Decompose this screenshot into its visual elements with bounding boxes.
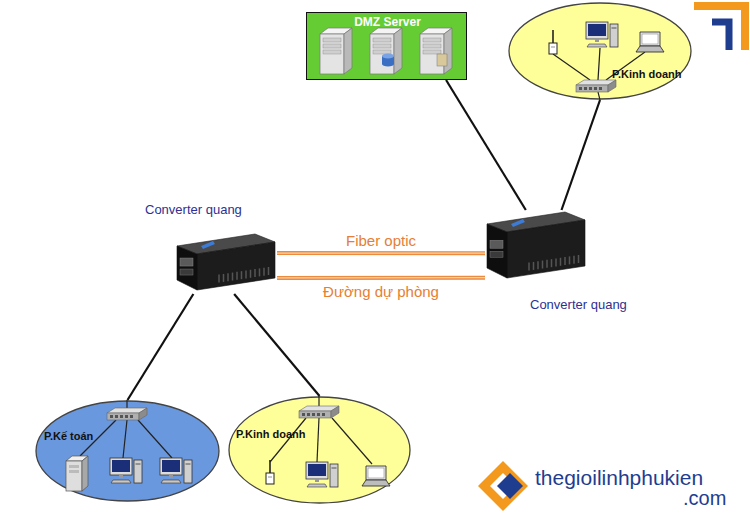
logo-mark xyxy=(490,473,516,499)
lan-wire xyxy=(80,400,172,458)
fiber-link xyxy=(277,251,485,255)
computer-icon xyxy=(110,458,142,483)
access-point-icon xyxy=(549,30,557,54)
converter-body xyxy=(485,210,587,282)
fiber-link xyxy=(277,276,485,280)
network-cable xyxy=(234,294,319,396)
vent-slot xyxy=(537,261,539,269)
converter-body xyxy=(175,232,277,294)
vent-slot xyxy=(555,258,557,266)
switch-icon xyxy=(299,406,339,418)
vent-slot xyxy=(263,268,265,276)
disk-icon xyxy=(382,54,394,59)
disk-icon xyxy=(382,56,394,64)
vent-slot xyxy=(542,261,544,269)
vent-slot xyxy=(245,270,247,278)
lan-wire xyxy=(553,48,645,100)
area-ellipse xyxy=(36,401,219,501)
logo-mark xyxy=(497,473,523,499)
rj45-port xyxy=(490,251,503,257)
fiber-port xyxy=(180,258,193,266)
network-cable xyxy=(562,100,601,210)
switch-icon xyxy=(107,408,147,420)
vent-slot xyxy=(232,273,234,281)
server-icon xyxy=(320,28,352,74)
brand-mark xyxy=(511,219,525,227)
converter-front xyxy=(197,242,275,290)
brand-mark xyxy=(201,241,215,249)
department-area: P.Kinh doanh xyxy=(228,396,411,504)
vent-slot xyxy=(218,275,220,283)
vent-slot xyxy=(573,256,575,264)
corner-decoration xyxy=(694,6,745,50)
area-ellipse xyxy=(229,397,410,503)
fiber-port xyxy=(490,240,503,248)
laptop-icon xyxy=(636,32,664,52)
area-ellipse xyxy=(509,3,691,99)
computer-icon xyxy=(306,462,338,487)
corner-decoration xyxy=(712,22,729,50)
vent-slot xyxy=(560,258,562,266)
device-label: Converter quang xyxy=(145,203,242,218)
vent-slot xyxy=(564,257,566,265)
area-outline xyxy=(35,400,220,502)
device-label: Converter quang xyxy=(530,298,627,313)
vent-slot xyxy=(254,269,256,277)
fiber-core xyxy=(277,277,485,278)
rj45-port xyxy=(180,269,193,275)
vent-slot xyxy=(578,255,580,263)
media-converter: Converter quang xyxy=(175,232,277,294)
converter-front xyxy=(507,220,585,278)
laptop-icon xyxy=(362,466,390,486)
vent-slot xyxy=(259,268,261,276)
switch-icon xyxy=(576,80,616,92)
vent-slot xyxy=(268,267,270,275)
vent-slot xyxy=(551,259,553,267)
vent-slot xyxy=(569,256,571,264)
vent-slot xyxy=(250,270,252,278)
fiber-core xyxy=(277,252,485,253)
server-icon xyxy=(66,456,88,491)
server-zone: DMZ Server xyxy=(306,12,467,80)
network-cable xyxy=(128,294,194,400)
vent-slot xyxy=(533,262,535,270)
vent-slot xyxy=(546,260,548,268)
vent-slot xyxy=(227,273,229,281)
logo-text: .com xyxy=(683,487,726,510)
access-point-icon xyxy=(266,460,274,484)
department-name: P.Kinh doanh xyxy=(612,68,681,81)
zone-title: DMZ Server xyxy=(307,16,468,30)
vent-slot xyxy=(241,271,243,279)
server-icon xyxy=(370,28,402,74)
department-name: P.Kinh doanh xyxy=(236,428,305,441)
lan-wire xyxy=(270,396,372,464)
media-converter: Converter quang xyxy=(485,210,587,282)
computer-icon xyxy=(586,22,618,47)
department-area: P.Kinh doanh xyxy=(508,2,692,100)
vent-slot xyxy=(236,272,238,280)
logo-mark xyxy=(478,461,528,511)
area-outline xyxy=(508,2,692,100)
logo-text: thegioilinhphukien xyxy=(535,466,703,490)
converter-side xyxy=(487,224,507,278)
network-cable xyxy=(446,80,526,210)
converter-side xyxy=(177,246,197,290)
computer-icon xyxy=(160,458,192,483)
area-outline xyxy=(228,396,411,504)
link-label: Đường dự phòng xyxy=(323,283,439,300)
vent-slot xyxy=(528,263,530,271)
vent-slot xyxy=(223,274,225,282)
department-area: P.Kế toán xyxy=(35,400,220,502)
link-label: Fiber optic xyxy=(346,232,416,249)
document-icon xyxy=(437,54,447,66)
server-icon xyxy=(420,28,452,74)
disk-icon xyxy=(382,62,394,67)
department-name: P.Kế toán xyxy=(44,430,93,443)
